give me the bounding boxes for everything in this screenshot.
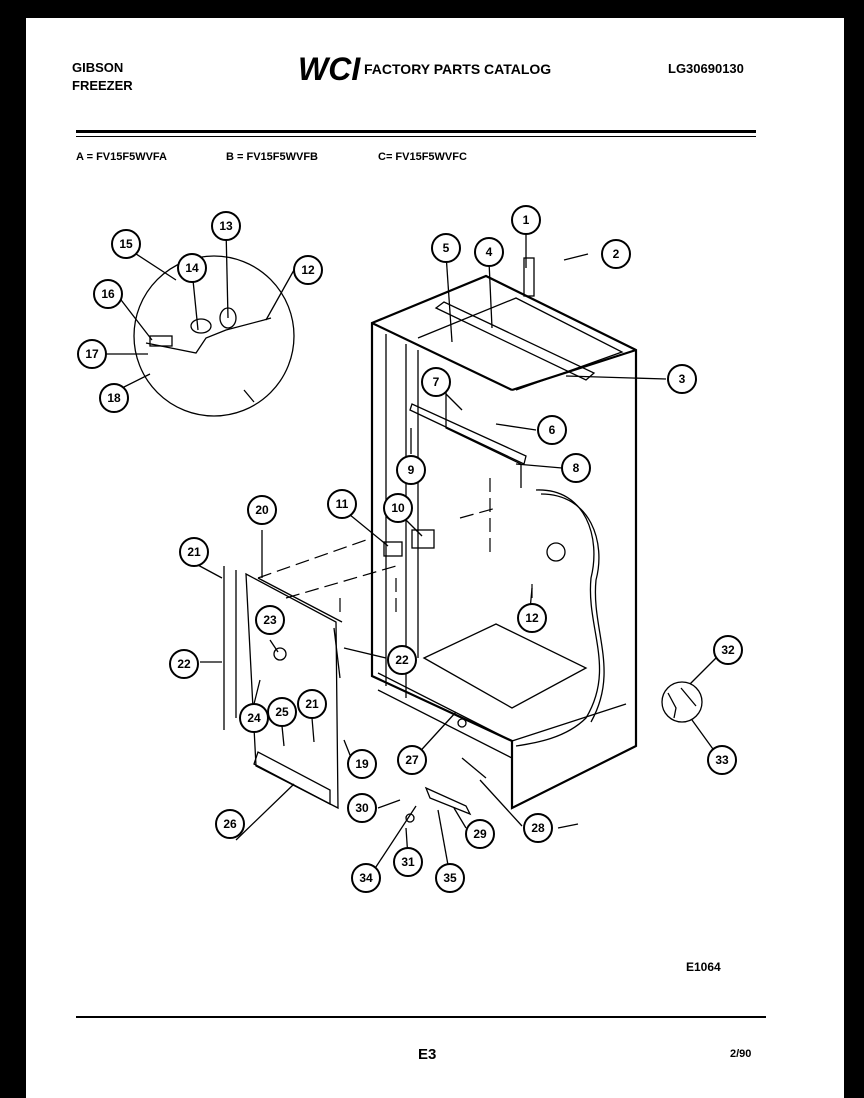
svg-text:30: 30 — [355, 801, 369, 815]
wci-logo: WCI — [298, 52, 361, 86]
svg-text:WCI: WCI — [298, 52, 361, 86]
callout-8: 8 — [561, 453, 591, 483]
callout-33: 33 — [707, 745, 737, 775]
catalog-title: FACTORY PARTS CATALOG — [364, 61, 552, 77]
svg-text:7: 7 — [433, 375, 440, 389]
door-panel — [223, 566, 343, 810]
svg-text:24: 24 — [247, 711, 261, 725]
callout-9: 9 — [396, 455, 426, 485]
callout-12-cabinet: 12 — [517, 603, 547, 633]
freezer-cabinet — [370, 257, 638, 810]
callout-25: 25 — [267, 697, 297, 727]
callout-28: 28 — [523, 813, 553, 843]
callout-13: 13 — [211, 211, 241, 241]
callout-18: 18 — [99, 383, 129, 413]
callout-10: 10 — [383, 493, 413, 523]
svg-text:17: 17 — [85, 347, 99, 361]
brand-name: GIBSON — [72, 60, 124, 75]
svg-text:20: 20 — [255, 503, 269, 517]
svg-text:1: 1 — [523, 213, 530, 227]
callout-15: 15 — [111, 229, 141, 259]
product-type: FREEZER — [72, 78, 133, 93]
callout-29: 29 — [465, 819, 495, 849]
figure-code: E1064 — [686, 960, 721, 974]
callout-2: 2 — [601, 239, 631, 269]
callout-6: 6 — [537, 415, 567, 445]
callout-5: 5 — [431, 233, 461, 263]
callout-32: 32 — [713, 635, 743, 665]
svg-text:8: 8 — [573, 461, 580, 475]
header-rule — [76, 130, 756, 133]
svg-text:2: 2 — [613, 247, 620, 261]
svg-text:10: 10 — [391, 501, 405, 515]
svg-text:12: 12 — [301, 263, 315, 277]
callout-21-top: 21 — [179, 537, 209, 567]
svg-text:29: 29 — [473, 827, 487, 841]
light-socket-detail — [661, 681, 703, 723]
svg-text:13: 13 — [219, 219, 233, 233]
svg-text:19: 19 — [355, 757, 369, 771]
svg-text:27: 27 — [405, 753, 419, 767]
exploded-parts-diagram: 1 2 3 4 5 6 7 8 9 10 11 12 12 13 14 15 1… — [77, 205, 743, 893]
footer-rule — [76, 1016, 766, 1018]
svg-text:14: 14 — [185, 261, 199, 275]
svg-text:15: 15 — [119, 237, 133, 251]
detail-inset — [133, 255, 295, 417]
callout-30: 30 — [347, 793, 377, 823]
callout-19: 19 — [347, 749, 377, 779]
date-code: 2/90 — [730, 1048, 752, 1060]
svg-text:16: 16 — [101, 287, 115, 301]
callout-20: 20 — [247, 495, 277, 525]
svg-text:33: 33 — [715, 753, 729, 767]
svg-text:31: 31 — [401, 855, 415, 869]
model-b: B = FV15F5WVFB — [226, 151, 318, 163]
header-rule-thin — [76, 136, 756, 137]
callout-26: 26 — [215, 809, 245, 839]
callout-3: 3 — [667, 364, 697, 394]
callout-17: 17 — [77, 339, 107, 369]
svg-text:22: 22 — [395, 653, 409, 667]
callout-24: 24 — [239, 703, 269, 733]
svg-text:32: 32 — [721, 643, 735, 657]
callout-1: 1 — [511, 205, 541, 235]
svg-text:23: 23 — [263, 613, 277, 627]
svg-text:21: 21 — [305, 697, 319, 711]
callout-23: 23 — [255, 605, 285, 635]
catalog-page: GIBSON FREEZER WCI FACTORY PARTS CATALOG… — [26, 18, 844, 1098]
svg-text:22: 22 — [177, 657, 191, 671]
callout-16: 16 — [93, 279, 123, 309]
callout-4: 4 — [474, 237, 504, 267]
callout-12-detail: 12 — [293, 255, 323, 285]
svg-text:26: 26 — [223, 817, 237, 831]
callout-11: 11 — [327, 489, 357, 519]
callout-35: 35 — [435, 863, 465, 893]
svg-text:25: 25 — [275, 705, 289, 719]
callout-21-bottom: 21 — [297, 689, 327, 719]
svg-text:5: 5 — [443, 241, 450, 255]
svg-text:28: 28 — [531, 821, 545, 835]
svg-text:34: 34 — [359, 871, 373, 885]
svg-text:21: 21 — [187, 545, 201, 559]
svg-text:35: 35 — [443, 871, 457, 885]
switch-parts — [383, 529, 487, 823]
callout-22-right: 22 — [387, 645, 417, 675]
svg-text:4: 4 — [486, 245, 493, 259]
svg-text:12: 12 — [525, 611, 539, 625]
callout-7: 7 — [421, 367, 451, 397]
page-number: E3 — [418, 1046, 437, 1063]
callout-31: 31 — [393, 847, 423, 877]
callout-22-left: 22 — [169, 649, 199, 679]
callout-27: 27 — [397, 745, 427, 775]
assembly-lines — [257, 478, 533, 618]
callout-34: 34 — [351, 863, 381, 893]
model-c: C= FV15F5WVFC — [378, 151, 467, 163]
svg-text:11: 11 — [336, 497, 349, 511]
model-a: A = FV15F5WVFA — [76, 151, 167, 163]
callout-14: 14 — [177, 253, 207, 283]
svg-text:18: 18 — [107, 391, 121, 405]
svg-text:3: 3 — [679, 372, 686, 386]
svg-text:9: 9 — [408, 463, 415, 477]
catalog-number: LG30690130 — [668, 61, 744, 76]
svg-text:6: 6 — [549, 423, 556, 437]
